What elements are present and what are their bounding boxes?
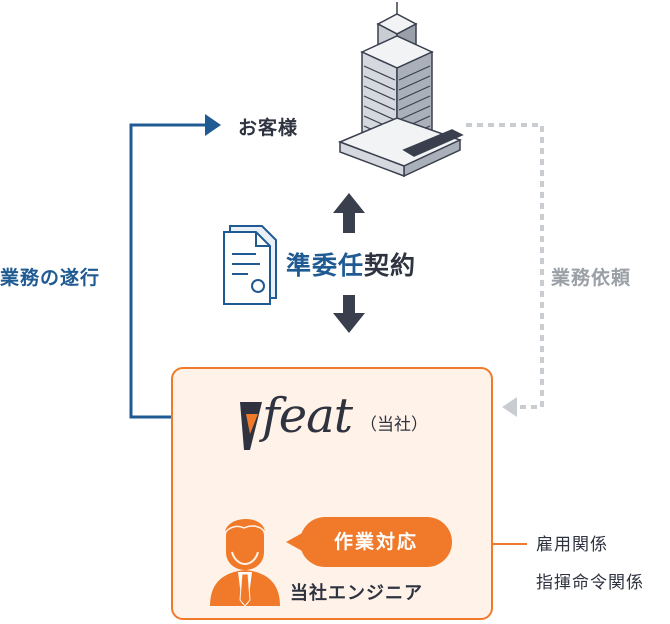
left-flow-label: 業務の遂行 xyxy=(0,267,101,289)
pill-pointer-icon xyxy=(286,532,304,552)
brand-name: feat xyxy=(262,388,353,444)
arrow-up-icon xyxy=(333,193,365,233)
right-flow-line xyxy=(466,123,544,409)
right-flow-arrowhead xyxy=(502,397,517,417)
left-flow-arrowhead xyxy=(205,114,221,136)
right-flow-label: 業務依頼 xyxy=(551,267,632,289)
engineer-label: 当社エンジニア xyxy=(290,583,423,604)
left-flow-line xyxy=(129,123,205,419)
task-pill: 作業対応 xyxy=(300,517,452,567)
arrow-down-icon xyxy=(333,295,365,333)
contract-label: 準委任契約 xyxy=(286,246,416,282)
document-icon xyxy=(223,225,277,305)
feat-logo-icon xyxy=(240,402,262,450)
brand-suffix: （当社） xyxy=(360,415,428,435)
relation-command: 指揮命令関係 xyxy=(536,573,644,593)
engineer-icon xyxy=(210,517,280,607)
contract-suffix-label: 契約 xyxy=(364,251,417,280)
relation-employment: 雇用関係 xyxy=(536,535,608,555)
client-label: お客様 xyxy=(238,117,299,139)
contract-type-label: 準委任 xyxy=(286,251,365,280)
building-icon xyxy=(337,2,464,178)
